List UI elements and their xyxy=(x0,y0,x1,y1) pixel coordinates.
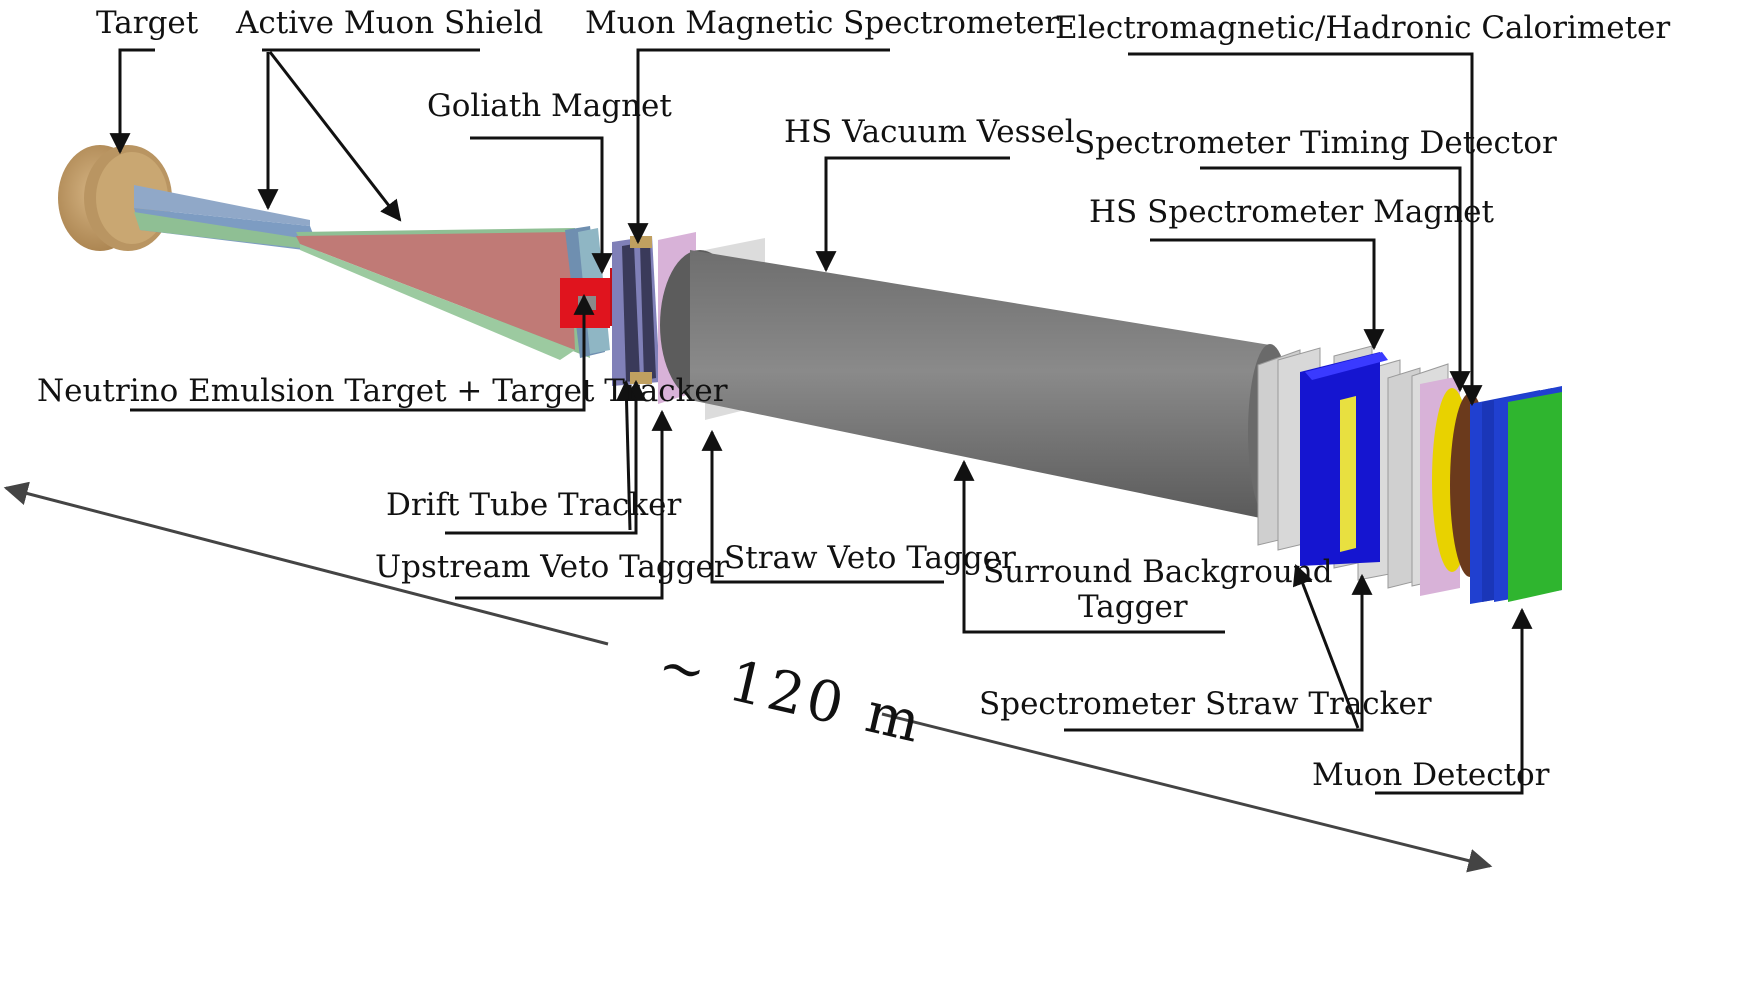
label-hs-vacuum-vessel: HS Vacuum Vessel xyxy=(784,114,1075,150)
label-muon-detector: Muon Detector xyxy=(1312,757,1550,793)
leader-muon-spectrometer xyxy=(627,48,890,245)
label-active-muon-shield: Active Muon Shield xyxy=(235,5,543,41)
leader-straw-tracker-2 xyxy=(1292,564,1360,729)
label-spectrometer-timing-detector: Spectrometer Timing Detector xyxy=(1074,125,1557,161)
leader-sbt xyxy=(953,459,1225,634)
label-upstream-veto-tagger: Upstream Veto Tagger xyxy=(375,549,729,585)
scale-arrow-right xyxy=(881,712,1493,873)
label-surround-background-tagger-1: Surround Background xyxy=(983,554,1333,590)
leader-timing xyxy=(1200,166,1471,393)
label-neutrino-emulsion-target: Neutrino Emulsion Target + Target Tracke… xyxy=(37,373,728,409)
scale-length-label: ~ 120 m xyxy=(652,632,930,756)
scale-arrow-left xyxy=(3,481,609,646)
label-muon-magnetic-spectrometer: Muon Magnetic Spectrometer xyxy=(585,5,1059,41)
leader-goliath xyxy=(470,136,613,275)
label-surround-background-tagger-2: Tagger xyxy=(1078,589,1188,625)
label-target: Target xyxy=(96,5,199,41)
vacuum-vessel-body xyxy=(660,250,1292,520)
muon-detector-block xyxy=(1470,386,1562,604)
leader-emulsion xyxy=(130,293,595,412)
leader-muon-detector xyxy=(1375,607,1533,795)
label-drift-tube-tracker: Drift Tube Tracker xyxy=(386,487,682,523)
label-em-hadronic-calorimeter: Electromagnetic/Hadronic Calorimeter xyxy=(1055,10,1670,46)
leader-muon-shield-2 xyxy=(268,51,402,222)
leader-calorimeter xyxy=(1128,52,1483,407)
muon-shield-front xyxy=(134,185,320,252)
leader-upstream-veto xyxy=(455,409,673,600)
leader-straw-veto xyxy=(701,429,944,584)
leader-drift-tube xyxy=(445,379,647,535)
muon-spectrometer-block xyxy=(612,236,660,386)
label-straw-veto-tagger: Straw Veto Tagger xyxy=(724,540,1016,576)
label-spectrometer-straw-tracker: Spectrometer Straw Tracker xyxy=(979,686,1432,722)
label-goliath-magnet: Goliath Magnet xyxy=(427,88,672,124)
leader-drift-tube-2 xyxy=(616,379,638,531)
leader-straw-tracker xyxy=(1064,573,1373,732)
leader-target xyxy=(109,48,155,155)
hs-spectrometer-magnet-block xyxy=(1300,352,1388,566)
detector-geometry xyxy=(58,145,1562,604)
leader-vacuum-vessel xyxy=(815,156,1010,273)
labels: Target Active Muon Shield Muon Magnetic … xyxy=(37,5,1670,793)
label-hs-spectrometer-magnet: HS Spectrometer Magnet xyxy=(1089,194,1494,230)
leader-lines xyxy=(109,48,1533,795)
leader-hs-magnet xyxy=(1150,238,1385,351)
